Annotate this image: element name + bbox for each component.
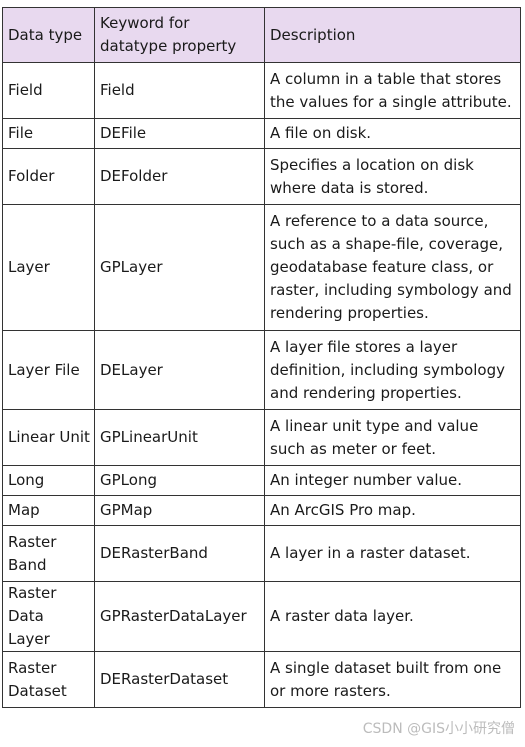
header-description: Description: [264, 7, 521, 63]
cell-data-type: Raster Dataset: [2, 651, 95, 708]
header-keyword: Keyword for datatype property: [94, 7, 265, 63]
table-row: Raster Dataset DERasterDataset A single …: [2, 651, 521, 708]
cell-keyword: GPLinearUnit: [94, 409, 265, 466]
cell-keyword: DERasterDataset: [94, 651, 265, 708]
cell-data-type: Field: [2, 62, 95, 119]
cell-description: Specifies a location on disk where data …: [264, 148, 521, 205]
cell-keyword: Field: [94, 62, 265, 119]
cell-keyword: DELayer: [94, 330, 265, 410]
cell-description: A linear unit type and value such as met…: [264, 409, 521, 466]
cell-data-type: File: [2, 118, 95, 149]
cell-keyword: DEFolder: [94, 148, 265, 205]
cell-description: A single dataset built from one or more …: [264, 651, 521, 708]
table-row: Raster Data Layer GPRasterDataLayer A ra…: [2, 581, 521, 652]
cell-keyword: DERasterBand: [94, 525, 265, 582]
cell-data-type: Layer: [2, 204, 95, 331]
table-row: Linear Unit GPLinearUnit A linear unit t…: [2, 409, 521, 466]
cell-data-type: Linear Unit: [2, 409, 95, 466]
cell-data-type: Long: [2, 465, 95, 496]
table-row: File DEFile A file on disk.: [2, 118, 521, 149]
watermark: CSDN @GIS小小研究僧: [362, 721, 515, 737]
table-row: Raster Band DERasterBand A layer in a ra…: [2, 525, 521, 582]
table-row: Layer File DELayer A layer file stores a…: [2, 330, 521, 410]
datatype-table: Data type Keyword for datatype property …: [2, 7, 521, 708]
cell-keyword: GPRasterDataLayer: [94, 581, 265, 652]
table-row: Long GPLong An integer number value.: [2, 465, 521, 496]
cell-description: A layer file stores a layer definition, …: [264, 330, 521, 410]
cell-description: An ArcGIS Pro map.: [264, 495, 521, 526]
table-row: Folder DEFolder Specifies a location on …: [2, 148, 521, 205]
cell-keyword: GPMap: [94, 495, 265, 526]
cell-data-type: Map: [2, 495, 95, 526]
cell-keyword: GPLayer: [94, 204, 265, 331]
table-header-row: Data type Keyword for datatype property …: [2, 7, 521, 63]
cell-data-type: Raster Data Layer: [2, 581, 95, 652]
cell-description: A column in a table that stores the valu…: [264, 62, 521, 119]
cell-data-type: Raster Band: [2, 525, 95, 582]
cell-keyword: GPLong: [94, 465, 265, 496]
cell-description: An integer number value.: [264, 465, 521, 496]
table-row: Map GPMap An ArcGIS Pro map.: [2, 495, 521, 526]
cell-keyword: DEFile: [94, 118, 265, 149]
cell-data-type: Layer File: [2, 330, 95, 410]
cell-data-type: Folder: [2, 148, 95, 205]
cell-description: A layer in a raster dataset.: [264, 525, 521, 582]
cell-description: A raster data layer.: [264, 581, 521, 652]
cell-description: A reference to a data source, such as a …: [264, 204, 521, 331]
table-row: Field Field A column in a table that sto…: [2, 62, 521, 119]
cell-description: A file on disk.: [264, 118, 521, 149]
header-data-type: Data type: [2, 7, 95, 63]
table-row: Layer GPLayer A reference to a data sour…: [2, 204, 521, 331]
